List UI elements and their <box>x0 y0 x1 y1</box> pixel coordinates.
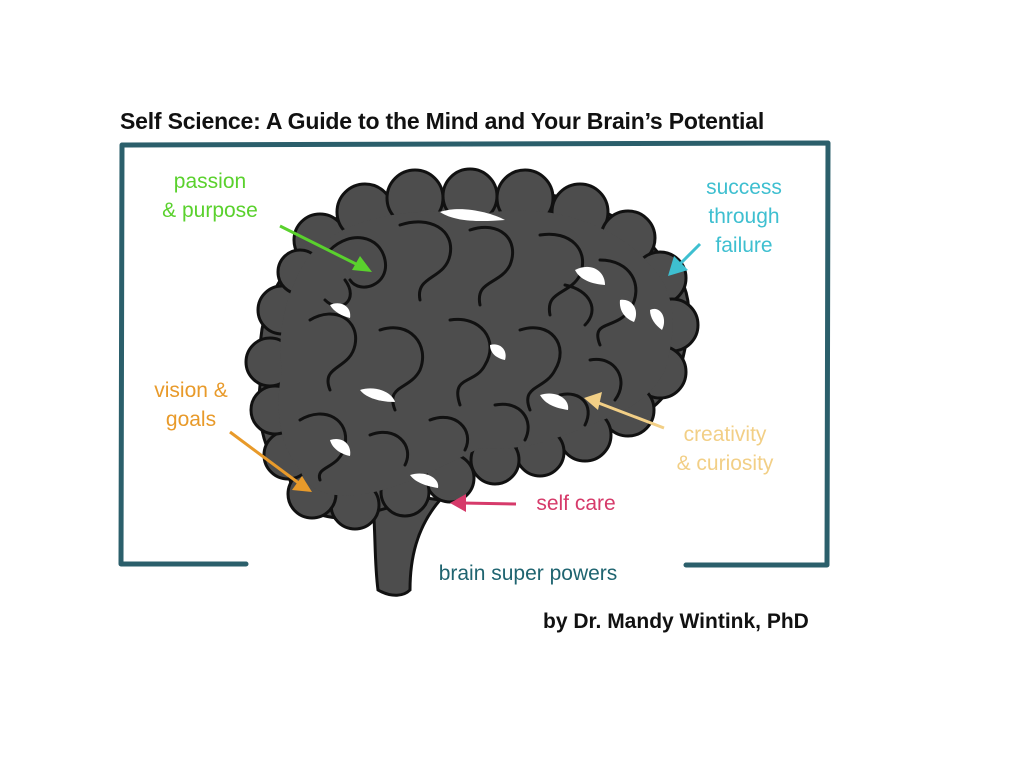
label-vision-goals: vision & goals <box>140 376 242 434</box>
page-title: Self Science: A Guide to the Mind and Yo… <box>120 108 765 134</box>
arrow-selfcare <box>450 494 517 512</box>
arrow-vision <box>229 430 312 492</box>
label-superpowers-text: brain super powers <box>438 562 618 585</box>
label-success-line1: success <box>706 176 782 199</box>
arrow-passion <box>279 224 372 272</box>
label-vision-line1: vision & <box>154 379 228 402</box>
frame-border <box>118 140 831 568</box>
label-creativity-line1: creativity <box>683 423 767 446</box>
brain-stem <box>370 488 443 597</box>
label-success-line3: failure <box>715 234 773 257</box>
label-creativity-curiosity: creativity & curiosity <box>662 420 788 478</box>
arrow-creativity <box>584 392 665 430</box>
label-success-through-failure: success through failure <box>686 173 802 260</box>
label-passion-line2: & purpose <box>162 199 258 222</box>
brain-body <box>244 167 700 531</box>
label-self-care: self care <box>528 489 624 518</box>
arrow-success <box>668 242 702 276</box>
label-vision-line2: goals <box>165 408 217 431</box>
label-creativity-line2: & curiosity <box>676 452 774 475</box>
label-selfcare-text: self care <box>536 492 616 515</box>
author-byline: by Dr. Mandy Wintink, PhD <box>543 610 809 633</box>
label-success-line2: through <box>708 205 780 228</box>
label-passion-purpose: passion & purpose <box>150 167 270 225</box>
label-passion-line1: passion <box>173 170 247 193</box>
label-brain-super-powers: brain super powers <box>422 559 634 588</box>
